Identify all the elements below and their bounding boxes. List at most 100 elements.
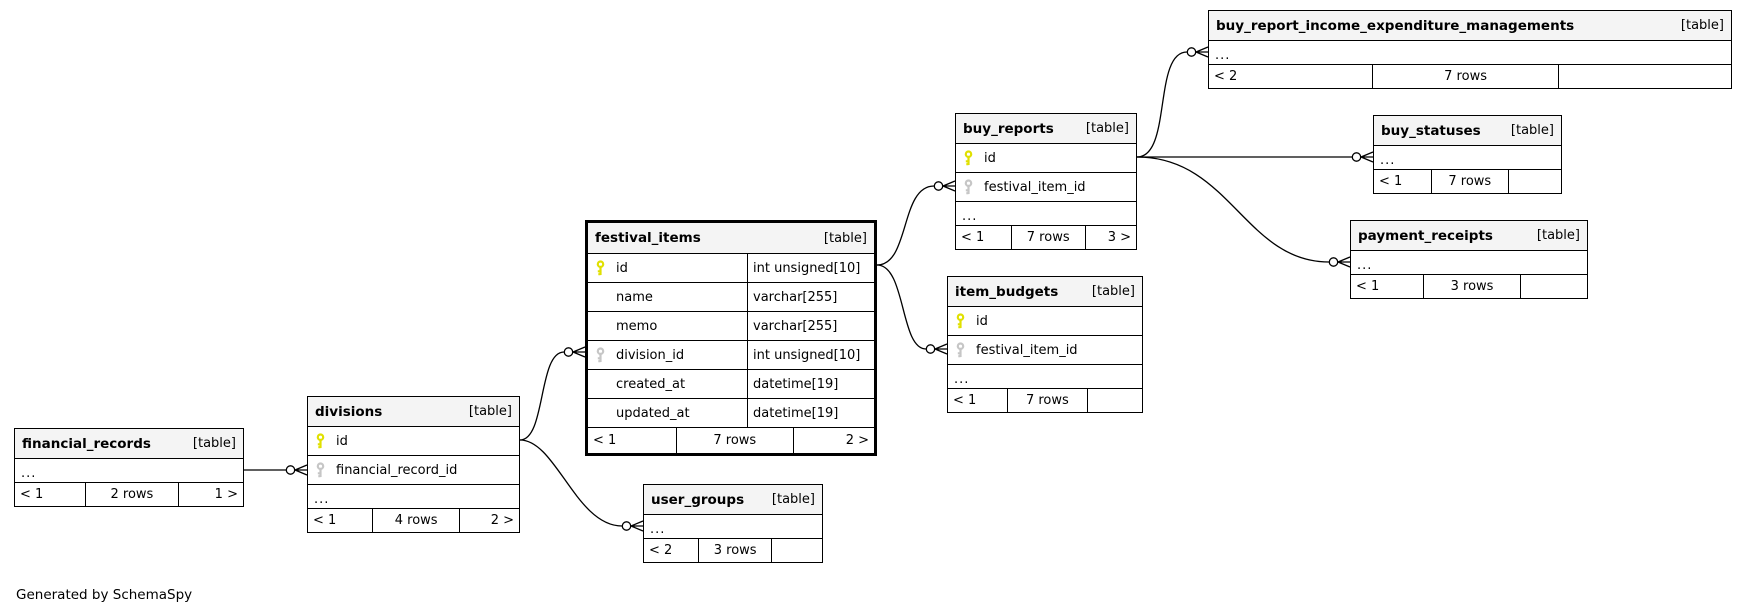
table-header: item_budgets [table] (948, 277, 1142, 307)
footer-right-cell: 1 > (214, 487, 238, 502)
footer-left-cell: < 1 (1351, 275, 1425, 298)
cardinality-dot-icon (563, 347, 574, 357)
footer-center-cell: 7 rows (1432, 170, 1509, 193)
relationship-line (876, 185, 935, 266)
table-title[interactable]: buy_reports (963, 120, 1054, 137)
column-type: varchar[255] (747, 312, 874, 340)
crow-foot-icon (1337, 256, 1351, 268)
cardinality-dot-icon (933, 181, 944, 191)
footer-right-cell: 3 > (1107, 230, 1131, 245)
relationship-line (1136, 156, 1330, 263)
column-row-updated_at[interactable]: updated_at datetime[19] (588, 399, 874, 428)
footer-left-cell: < 2 (1209, 65, 1374, 88)
column-cell: created_at (588, 370, 747, 398)
foreign-key-icon (596, 347, 605, 363)
column-cell: memo (588, 312, 747, 340)
column-type: datetime[19] (747, 399, 874, 427)
column-name: created_at (616, 376, 686, 392)
column-name: id (984, 150, 996, 166)
column-name: name (616, 289, 653, 305)
table-title[interactable]: festival_items (595, 230, 701, 246)
column-cell: id (588, 254, 747, 282)
column-row-division_id[interactable]: division_id int unsigned[10] (588, 341, 874, 370)
column-row-festival_item_id[interactable]: festival_item_id (956, 173, 1136, 202)
table-title[interactable]: buy_report_income_expenditure_management… (1216, 17, 1575, 34)
table-title[interactable]: user_groups (651, 491, 745, 508)
column-cell: updated_at (588, 399, 747, 427)
table-title[interactable]: buy_statuses (1381, 122, 1481, 139)
relationship-line (519, 351, 565, 441)
relationship-line (876, 264, 927, 350)
table-title[interactable]: item_budgets (955, 283, 1059, 300)
table-title[interactable]: financial_records (22, 435, 151, 452)
relationship-line (519, 439, 623, 527)
column-name: id (616, 260, 628, 276)
crow-foot-icon (294, 464, 308, 476)
footer-right-cell: 2 > (845, 433, 869, 448)
column-row-id[interactable]: id (956, 144, 1136, 173)
crow-foot-icon (630, 520, 644, 532)
fk-edge-divisions-to-festival_items (519, 346, 586, 441)
column-name: financial_record_id (336, 462, 458, 478)
generated-by-note: Generated by SchemaSpy (16, 587, 193, 603)
column-type: int unsigned[10] (747, 341, 874, 369)
cardinality-dot-icon (285, 465, 296, 475)
crow-foot-icon (572, 346, 586, 358)
foreign-key-slot (954, 342, 967, 358)
hidden-columns-row: ... (1351, 251, 1587, 275)
foreign-key-slot (962, 179, 975, 195)
column-row-financial_record_id[interactable]: financial_record_id (308, 456, 519, 485)
column-row-id[interactable]: id (948, 307, 1142, 336)
table-header: festival_items[table] (588, 223, 874, 254)
column-cell: financial_record_id (308, 456, 519, 484)
table-title[interactable]: payment_receipts (1358, 227, 1493, 244)
foreign-key-icon (964, 179, 973, 195)
column-name: updated_at (616, 405, 690, 421)
table-title[interactable]: divisions (315, 403, 383, 420)
footer-right-cell (1088, 389, 1142, 412)
fk-edge-divisions-to-user_groups (519, 439, 644, 532)
hidden-columns-row: ... (15, 459, 243, 483)
table-header: buy_report_income_expenditure_management… (1209, 11, 1731, 41)
table-header: financial_records[table] (15, 429, 243, 459)
column-row-id[interactable]: id (308, 427, 519, 456)
cardinality-dot-icon (925, 344, 936, 354)
table-header: divisions [table] (308, 397, 519, 427)
footer-center-cell: 7 rows (1373, 65, 1559, 88)
table-divisions[interactable]: divisions [table] id financial_record_id...… (307, 396, 520, 533)
footer-center-cell: 3 rows (699, 539, 773, 562)
footer-left-cell: < 2 (644, 539, 700, 562)
foreign-key-slot (594, 347, 607, 363)
table-type-tag: [table] (1091, 284, 1135, 299)
column-cell: festival_item_id (948, 336, 1142, 364)
primary-key-icon (964, 150, 973, 166)
column-row-festival_item_id[interactable]: festival_item_id (948, 336, 1142, 365)
table-header: buy_reports[table] (956, 114, 1136, 144)
table-type-tag: [table] (468, 404, 512, 419)
footer-right-cell (1559, 65, 1731, 88)
table-buy_report_income_expenditure_managements[interactable]: buy_report_income_expenditure_management… (1208, 10, 1732, 89)
crow-foot-icon (1360, 151, 1374, 163)
footer-center-cell: 3 rows (1424, 275, 1521, 298)
footer-right-cell (772, 539, 822, 562)
fk-edge-buy_reports-to-buy_statuses (1137, 151, 1374, 163)
column-name: division_id (616, 347, 685, 363)
primary-key-icon (596, 260, 605, 276)
hidden-columns-row: ... (308, 485, 519, 509)
hidden-columns-row: ... (1209, 41, 1731, 65)
